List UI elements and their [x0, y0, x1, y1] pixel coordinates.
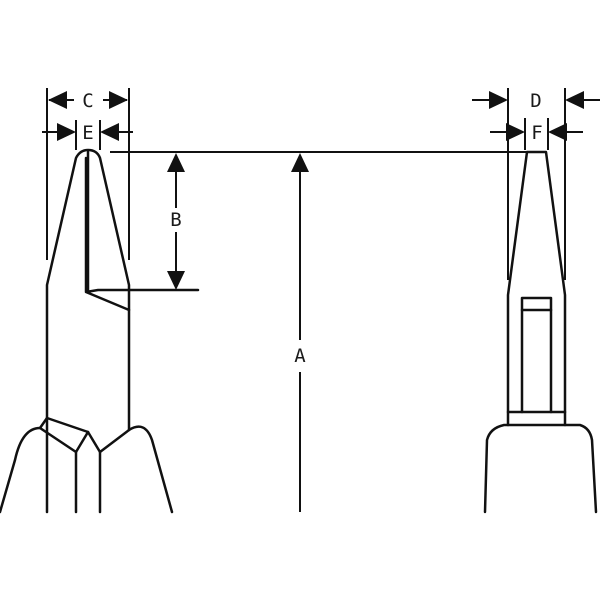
side-handle-left [0, 426, 42, 514]
dimension-f-arrowhead-left [506, 123, 525, 141]
dimension-f: F [490, 118, 583, 150]
dimension-a: A [110, 151, 527, 512]
dimension-b-arrowhead-top [167, 153, 185, 172]
side-joint-box [38, 416, 90, 454]
side-handle-inner [74, 450, 102, 514]
dimension-f-arrowhead-right [548, 123, 567, 141]
dimension-e-label: E [82, 122, 93, 144]
front-handle [483, 423, 598, 514]
dimension-d-arrowhead-right [565, 91, 584, 109]
front-jaw-outline [506, 150, 567, 427]
dimension-f-label: F [531, 122, 542, 144]
dimension-e-arrowhead-right [100, 123, 119, 141]
dimension-c-arrowhead-right [109, 91, 128, 109]
dimension-a-arrowhead [291, 153, 309, 172]
dimension-d-arrowhead-left [489, 91, 508, 109]
side-joint [45, 416, 131, 454]
dimension-d: D [472, 88, 600, 280]
dimension-e: E [42, 120, 133, 150]
front-jaw-slot [520, 296, 553, 414]
side-jaw-outline [45, 148, 131, 514]
dimension-b-label: B [170, 209, 181, 231]
dimension-c-label: C [82, 90, 93, 112]
dimension-b: B [167, 153, 185, 290]
dimension-d-label: D [530, 90, 541, 112]
plier-front-view [483, 150, 598, 514]
dimension-e-arrowhead-left [57, 123, 76, 141]
dimension-b-arrowhead-bottom [167, 271, 185, 290]
side-jaw-slot [84, 156, 200, 312]
side-handle-right [127, 425, 174, 514]
dimension-c: C [46, 88, 130, 260]
dimension-c-arrowhead-left [48, 91, 67, 109]
dimension-a-label: A [294, 345, 306, 367]
plier-side-view [0, 148, 200, 514]
